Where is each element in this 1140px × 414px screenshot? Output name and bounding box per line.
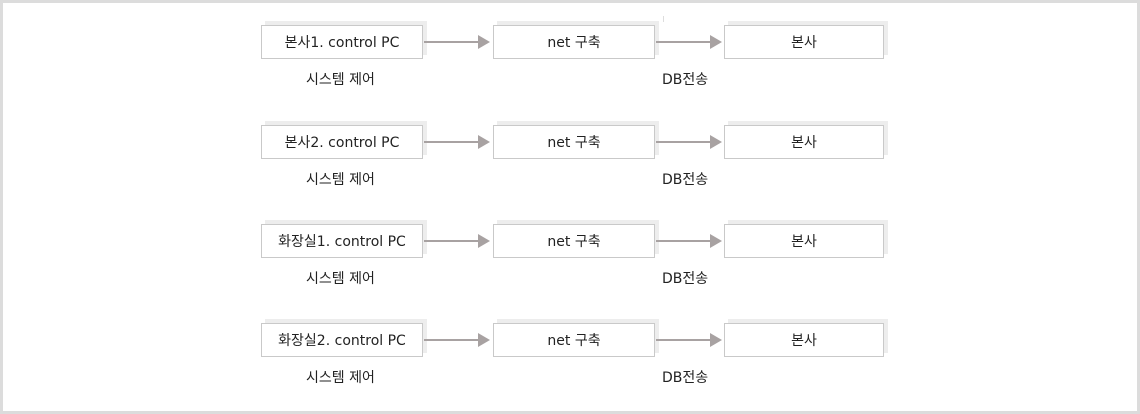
arrow-right-icon [424, 35, 490, 49]
arrow-right-icon [424, 135, 490, 149]
middle-label: net 구축 [547, 333, 601, 349]
middle-box: net 구축 [493, 323, 655, 357]
target-box: 본사 [724, 25, 884, 59]
tick-mark [663, 16, 664, 22]
arrow-right-icon [424, 234, 490, 248]
arrow-right-icon [656, 234, 722, 248]
source-box: 본사1. control PC [261, 25, 423, 59]
middle-caption: DB전송 [662, 72, 709, 88]
middle-box: net 구축 [493, 224, 655, 258]
arrow-right-icon [656, 35, 722, 49]
middle-caption: DB전송 [662, 271, 709, 287]
source-label: 화장실2. control PC [278, 333, 406, 349]
middle-caption: DB전송 [662, 172, 709, 188]
source-label: 화장실1. control PC [278, 234, 406, 250]
middle-label: net 구축 [547, 135, 601, 151]
arrow-right-icon [656, 333, 722, 347]
flow-row-3: 화장실1. control PC net 구축 본사 시스템 제어 DB전송 [3, 202, 1140, 292]
arrow-right-icon [424, 333, 490, 347]
flow-row-4: 화장실2. control PC net 구축 본사 시스템 제어 DB전송 [3, 301, 1140, 391]
arrow-right-icon [656, 135, 722, 149]
source-box: 화장실1. control PC [261, 224, 423, 258]
middle-box: net 구축 [493, 25, 655, 59]
source-label: 본사1. control PC [284, 35, 400, 51]
flow-row-1: 본사1. control PC net 구축 본사 시스템 제어 DB전송 [3, 3, 1140, 93]
source-caption: 시스템 제어 [306, 370, 375, 386]
target-label: 본사 [791, 333, 817, 349]
source-box: 본사2. control PC [261, 125, 423, 159]
source-caption: 시스템 제어 [306, 271, 375, 287]
target-box: 본사 [724, 125, 884, 159]
source-caption: 시스템 제어 [306, 72, 375, 88]
source-caption: 시스템 제어 [306, 172, 375, 188]
target-label: 본사 [791, 35, 817, 51]
flow-row-2: 본사2. control PC net 구축 본사 시스템 제어 DB전송 [3, 103, 1140, 193]
target-label: 본사 [791, 234, 817, 250]
target-label: 본사 [791, 135, 817, 151]
source-label: 본사2. control PC [284, 135, 400, 151]
middle-label: net 구축 [547, 35, 601, 51]
target-box: 본사 [724, 323, 884, 357]
middle-caption: DB전송 [662, 370, 709, 386]
source-box: 화장실2. control PC [261, 323, 423, 357]
target-box: 본사 [724, 224, 884, 258]
middle-box: net 구축 [493, 125, 655, 159]
middle-label: net 구축 [547, 234, 601, 250]
